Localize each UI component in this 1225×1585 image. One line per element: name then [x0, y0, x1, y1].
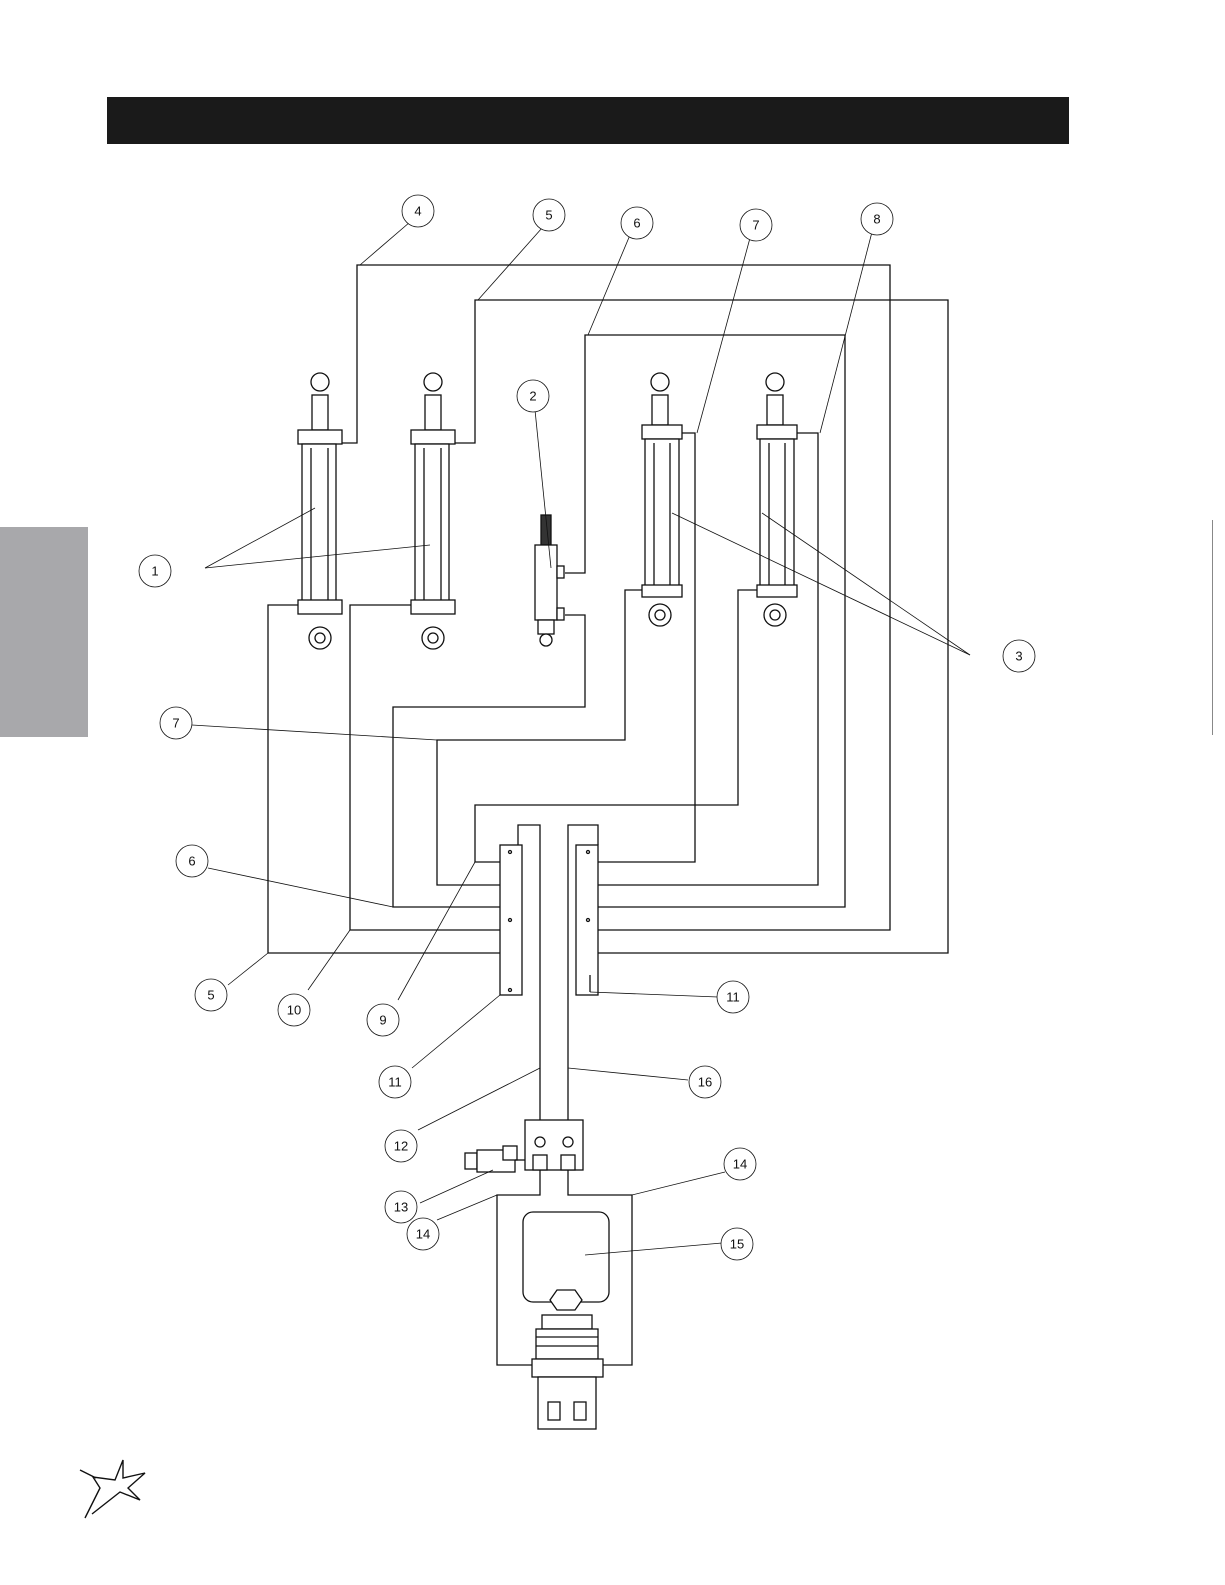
callout-1: 1	[139, 555, 171, 587]
hose-line-6-top	[565, 335, 845, 907]
manifold-left	[500, 845, 522, 995]
cylinder-3a	[642, 373, 682, 626]
svg-text:16: 16	[698, 1075, 712, 1090]
callout-9: 9	[367, 1004, 399, 1036]
star-burst-logo-icon	[80, 1460, 145, 1518]
leader-4	[360, 222, 410, 265]
callout-7: 7	[160, 707, 192, 739]
leader-16	[568, 1068, 688, 1080]
cylinder-1b	[411, 373, 455, 649]
svg-text:2: 2	[529, 389, 536, 404]
hose-line-5-bottom	[268, 605, 500, 953]
leader-13	[420, 1170, 493, 1203]
svg-text:14: 14	[416, 1227, 430, 1242]
svg-text:6: 6	[633, 216, 640, 231]
callout-14: 14	[407, 1218, 439, 1250]
leader-8	[820, 232, 872, 433]
leader-5b	[228, 953, 268, 985]
leader-6b	[208, 868, 393, 907]
leader-11a	[412, 995, 500, 1068]
svg-text:9: 9	[379, 1013, 386, 1028]
leader-10	[308, 930, 350, 990]
leader-12	[418, 1068, 540, 1130]
pump-assembly	[532, 1315, 603, 1429]
reservoir-tank	[523, 1212, 609, 1310]
leader-5a	[478, 228, 542, 300]
svg-text:15: 15	[730, 1237, 744, 1252]
svg-text:7: 7	[172, 716, 179, 731]
leader-6a	[588, 235, 630, 335]
svg-text:1: 1	[151, 564, 158, 579]
callout-11: 11	[717, 981, 749, 1013]
callout-6: 6	[176, 845, 208, 877]
callout-15: 15	[721, 1228, 753, 1260]
svg-text:7: 7	[752, 218, 759, 233]
svg-text:6: 6	[188, 854, 195, 869]
solenoid-valve	[465, 1146, 525, 1172]
hose-line-10	[350, 605, 500, 930]
callout-10: 10	[278, 994, 310, 1026]
callout-3: 3	[1003, 640, 1035, 672]
callout-2: 2	[517, 380, 549, 412]
callout-8: 8	[861, 203, 893, 235]
hose-line-6-bottom	[393, 615, 585, 907]
leader-7b	[192, 725, 437, 740]
leader-14a	[437, 1195, 497, 1220]
valve-block	[525, 1120, 583, 1170]
callout-16: 16	[689, 1066, 721, 1098]
hose-line-9	[475, 590, 760, 862]
svg-text:10: 10	[287, 1003, 301, 1018]
manifold-right	[576, 845, 598, 995]
callout-4: 4	[402, 195, 434, 227]
svg-text:11: 11	[726, 990, 740, 1005]
leader-14b	[632, 1172, 725, 1195]
callout-13: 13	[385, 1191, 417, 1223]
svg-text:14: 14	[733, 1157, 747, 1172]
callout-12: 12	[385, 1130, 417, 1162]
svg-text:5: 5	[545, 208, 552, 223]
svg-text:5: 5	[207, 988, 214, 1003]
callout-5: 5	[533, 199, 565, 231]
callout-7: 7	[740, 209, 772, 241]
leader-3a	[672, 513, 970, 655]
svg-text:8: 8	[873, 212, 880, 227]
cylinder-2	[535, 515, 564, 646]
svg-text:4: 4	[414, 204, 421, 219]
cylinder-3b	[757, 373, 797, 626]
svg-text:13: 13	[394, 1200, 408, 1215]
callout-5: 5	[195, 979, 227, 1011]
leader-1a	[205, 508, 315, 568]
svg-text:11: 11	[388, 1075, 402, 1090]
svg-text:12: 12	[394, 1139, 408, 1154]
callout-14: 14	[724, 1148, 756, 1180]
cylinder-1a	[298, 373, 342, 649]
callout-6: 6	[621, 207, 653, 239]
callout-11: 11	[379, 1066, 411, 1098]
leader-11b	[590, 992, 718, 997]
svg-text:3: 3	[1015, 649, 1022, 664]
